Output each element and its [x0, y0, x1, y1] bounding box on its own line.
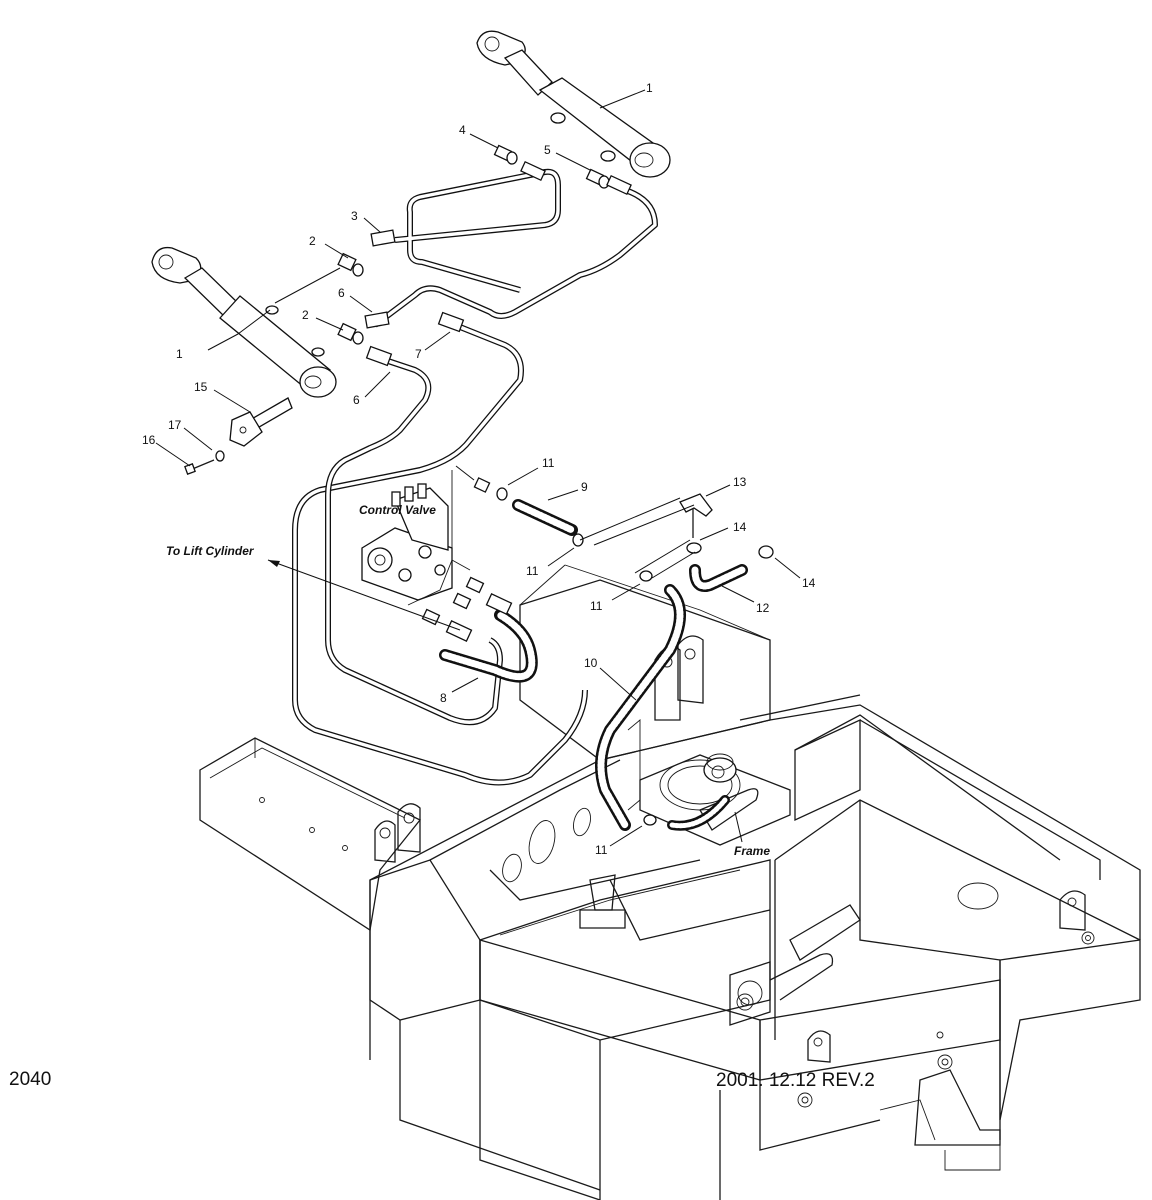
callout-11-b: 11: [526, 564, 539, 578]
lift-cylinder-upper: [476, 30, 671, 178]
callouts: 1 1 2 2 3 4 5 6 6 7 8 9 10 11 11 11 11 1…: [142, 81, 816, 857]
frame-chassis: [199, 564, 1141, 1200]
callout-2-lower: 2: [302, 308, 309, 322]
steel-tubes: [292, 168, 658, 786]
callout-15: 15: [194, 380, 208, 394]
callout-6-upper: 6: [338, 286, 345, 300]
callout-4: 4: [459, 123, 466, 137]
callout-11-c: 11: [590, 599, 603, 613]
callout-5: 5: [544, 143, 551, 157]
callout-11-a: 11: [542, 456, 555, 470]
callout-11-d: 11: [595, 843, 608, 857]
to-lift-cylinder-label: To Lift Cylinder: [166, 544, 255, 558]
callout-8: 8: [440, 691, 447, 705]
frame-label: Frame: [734, 844, 770, 858]
pin-assembly: [184, 397, 293, 475]
control-valve: [361, 470, 471, 606]
callout-2-upper: 2: [309, 234, 316, 248]
callout-3: 3: [351, 209, 358, 223]
callout-16: 16: [142, 433, 156, 447]
lift-cylinder-lower: [151, 246, 337, 398]
callout-7: 7: [415, 347, 422, 361]
callout-10: 10: [584, 656, 598, 670]
revision-stamp: 2001. 12.12 REV.2: [716, 1070, 875, 1091]
callout-17: 17: [168, 418, 182, 432]
callout-6-lower: 6: [353, 393, 360, 407]
callout-13: 13: [733, 475, 747, 489]
callout-14-b: 14: [802, 576, 816, 590]
hoses: [439, 499, 748, 831]
callout-9: 9: [581, 480, 588, 494]
callout-12: 12: [756, 601, 770, 615]
fittings: [337, 144, 774, 826]
leader-lines: [155, 89, 801, 847]
callout-14-a: 14: [733, 520, 747, 534]
callout-1-upper: 1: [646, 81, 653, 95]
callout-1-lower: 1: [176, 347, 183, 361]
drawing-number: 2040: [9, 1069, 51, 1090]
control-valve-label: Control Valve: [359, 503, 436, 517]
